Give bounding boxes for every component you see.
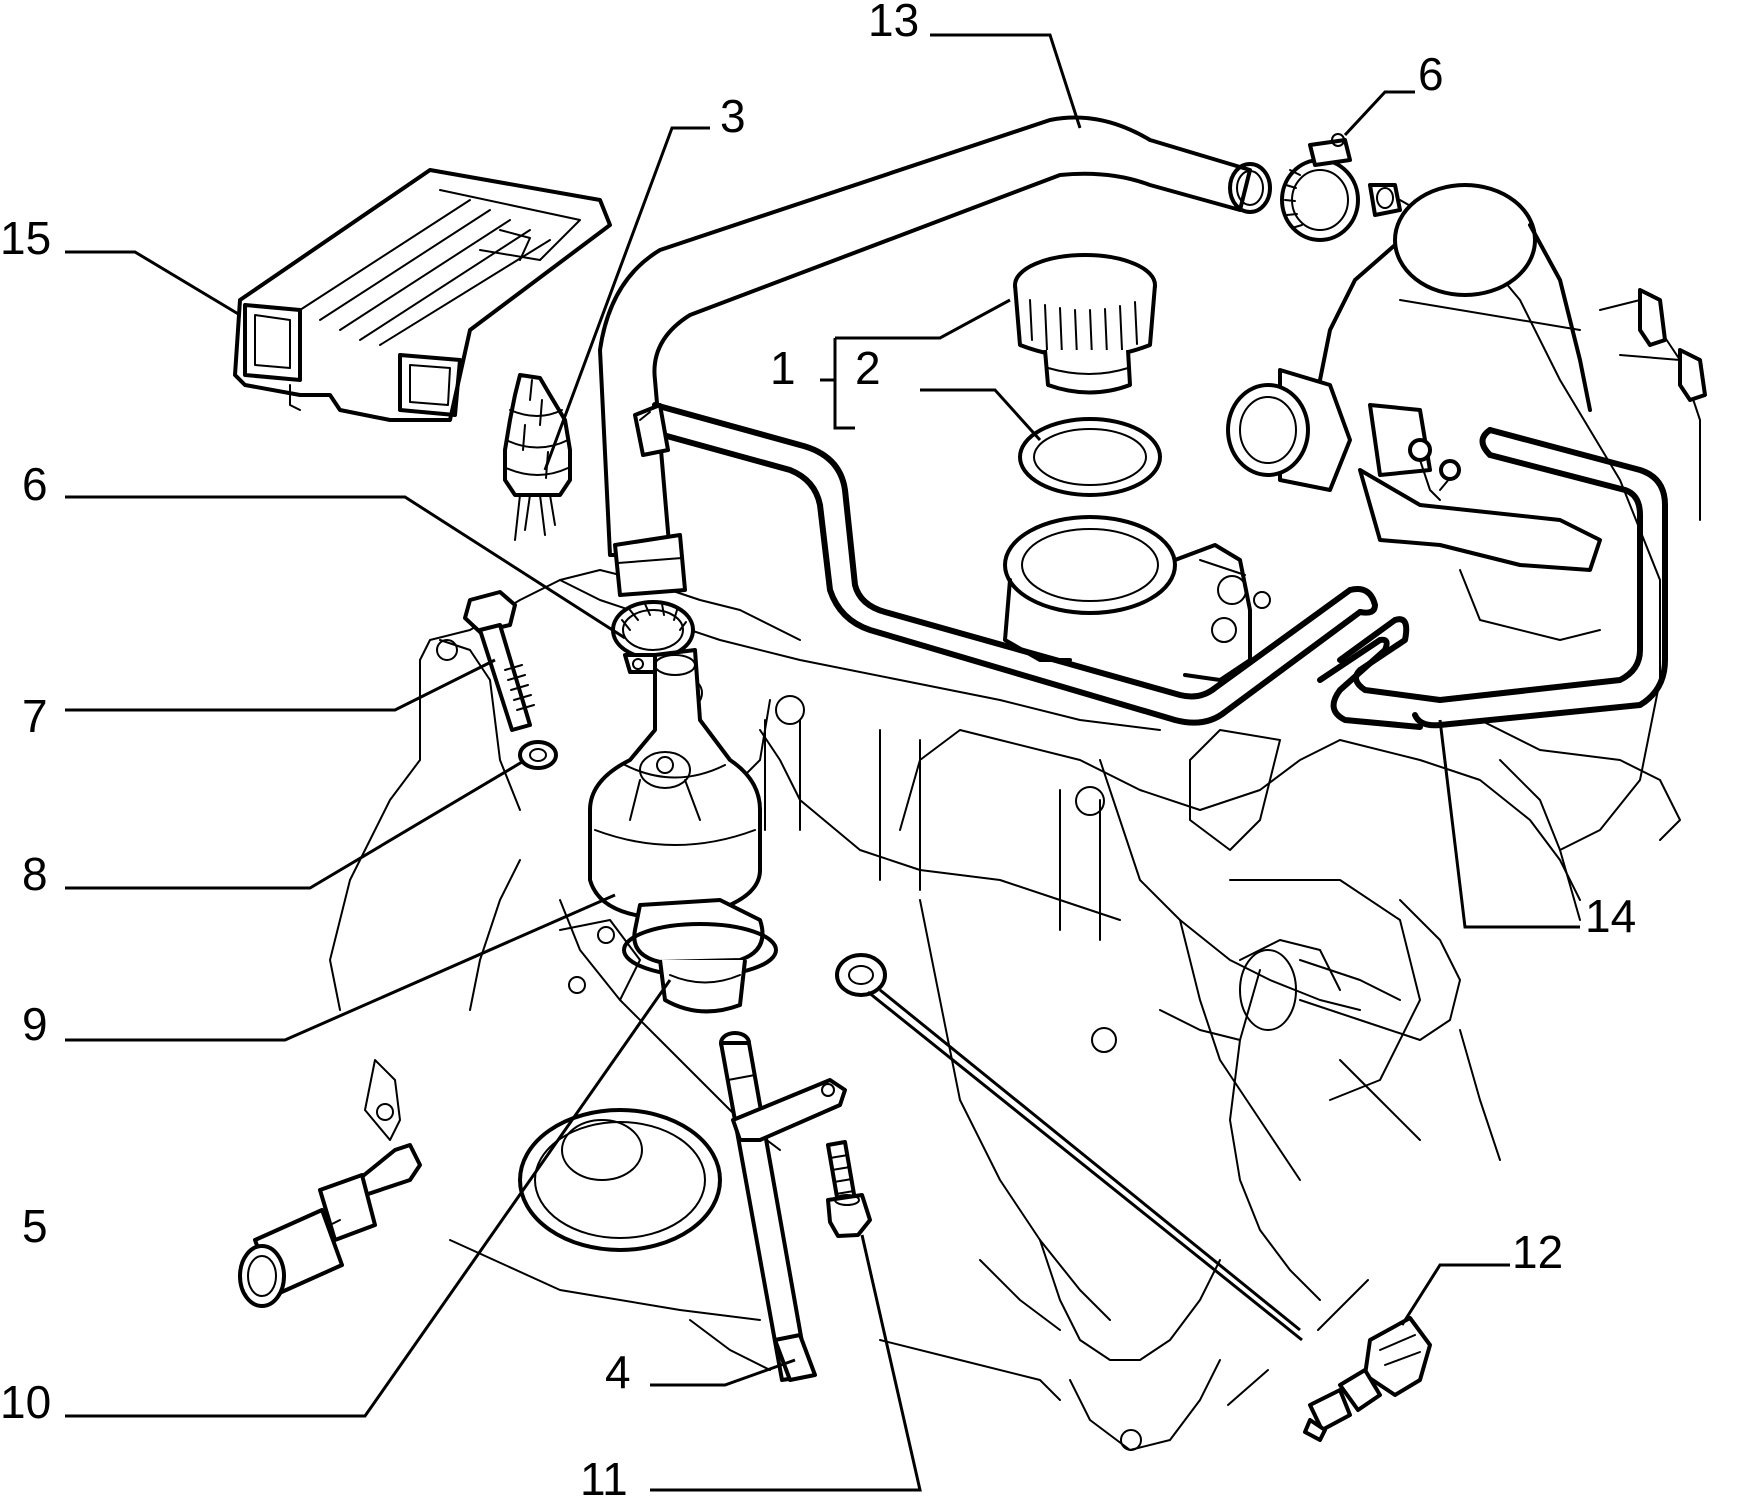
part-10-seal [622, 898, 778, 1014]
callout-12: 12 [1512, 1226, 1563, 1278]
callout-11: 11 [580, 1453, 628, 1498]
part-6-clamp-top [1280, 133, 1360, 242]
part-9-body [588, 648, 762, 920]
callout-labels: 15 3 13 6 1 2 6 7 8 9 5 10 4 11 12 14 [0, 0, 1636, 1498]
callout-10: 10 [0, 1376, 51, 1428]
part-14-pipe [633, 402, 1668, 730]
callout-8: 8 [22, 848, 48, 900]
callout-4: 4 [605, 1346, 631, 1398]
part-5-sensor [238, 1143, 422, 1308]
callout-5: 5 [22, 1200, 48, 1252]
callout-7: 7 [22, 690, 48, 742]
callout-2: 2 [855, 342, 881, 394]
part-8-washer [518, 740, 558, 770]
callout-14: 14 [1585, 890, 1636, 942]
callout-9: 9 [22, 998, 48, 1050]
part-4-tube [719, 1031, 847, 1382]
leader-lines [65, 33, 1580, 1492]
engine-block [329, 199, 1701, 1451]
callout-13: 13 [868, 0, 919, 46]
part-12-sender [1303, 1316, 1432, 1442]
part-2-cap [1013, 253, 1157, 395]
part-15-connector [233, 168, 612, 422]
part-6-clamp-left [611, 600, 695, 674]
callout-6-top: 6 [1418, 48, 1444, 100]
callout-6-left: 6 [22, 458, 48, 510]
callout-3: 3 [720, 90, 746, 142]
washer-center [835, 953, 887, 997]
part-13-hose [598, 115, 1272, 597]
part-3-grommet [503, 373, 572, 541]
part-11-stud [826, 1140, 872, 1238]
part-7-bolt [463, 590, 535, 732]
callout-15: 15 [0, 212, 51, 264]
callout-1: 1 [770, 342, 796, 394]
throttle-body [1226, 183, 1707, 641]
part-1-filler-gasket [1003, 417, 1252, 682]
